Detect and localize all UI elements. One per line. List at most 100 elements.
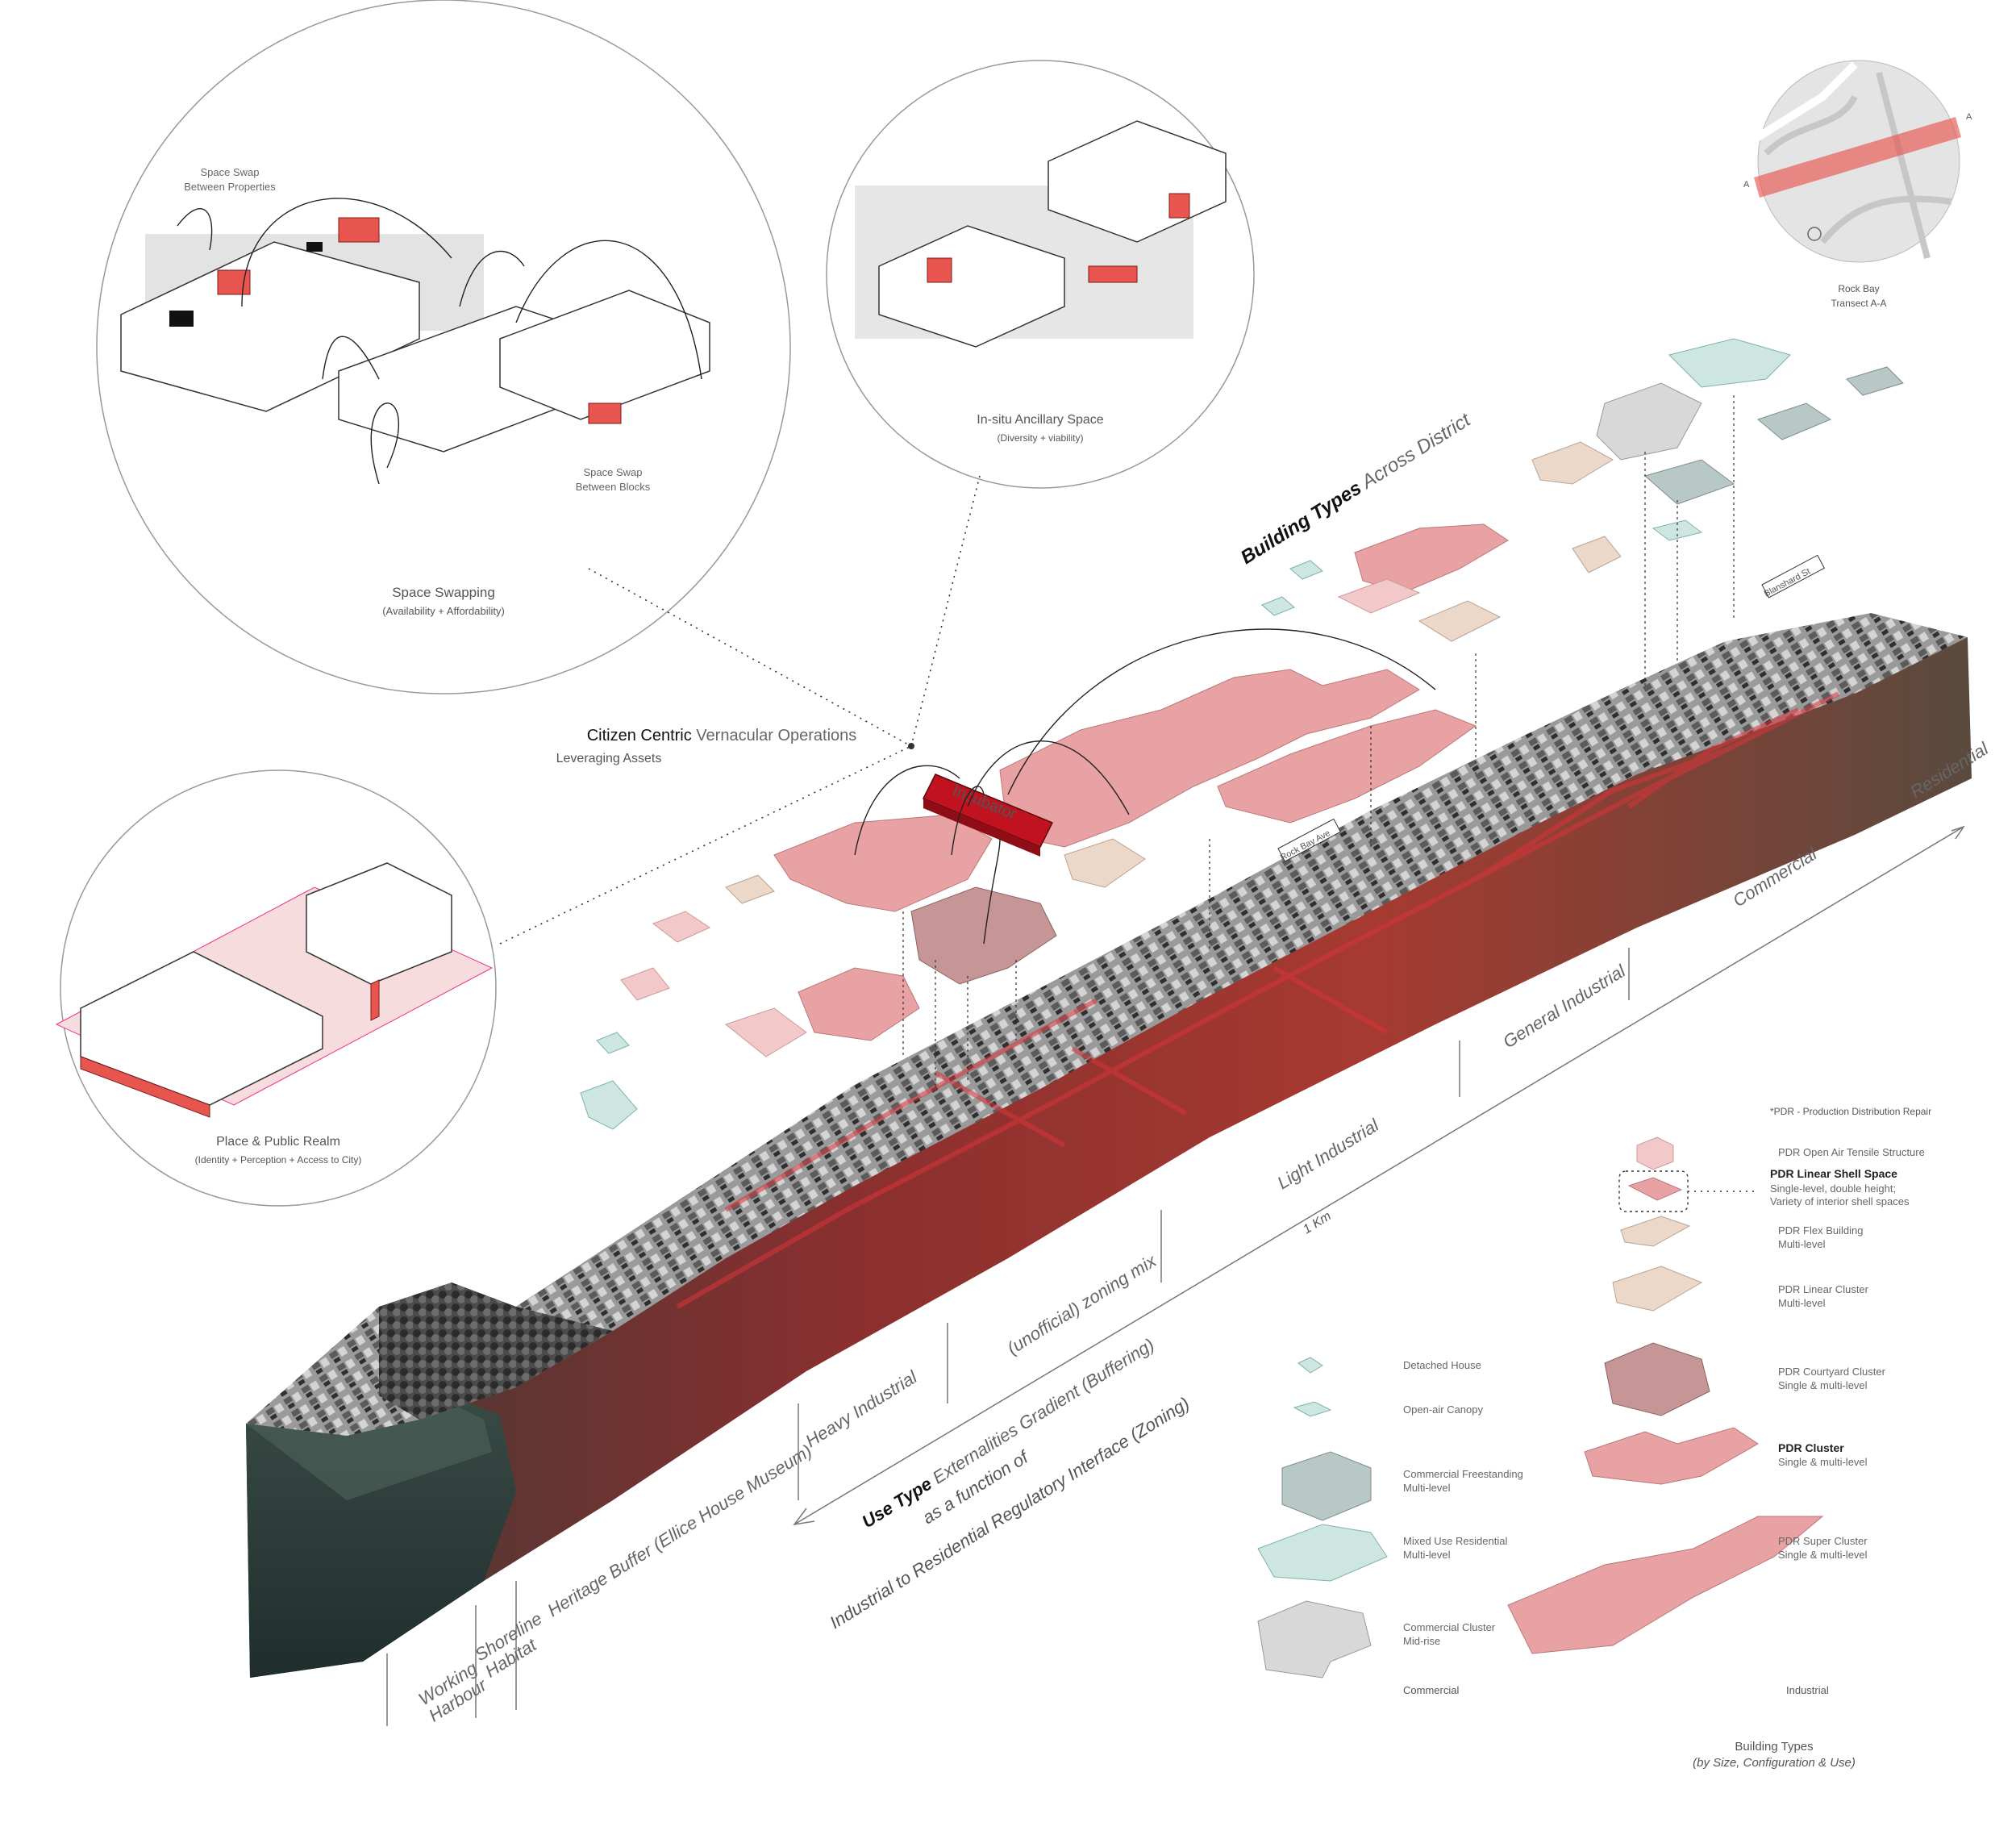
floating-buildings bbox=[435, 338, 1904, 1130]
legend-super-cluster-name: PDR Super Cluster bbox=[1778, 1535, 1868, 1547]
legend-pdr-cluster-desc: Single & multi-level bbox=[1778, 1456, 1868, 1468]
zone-heavy-industrial: Heavy Industrial bbox=[802, 1366, 921, 1451]
public-realm-subtitle: (Identity + Perception + Access to City) bbox=[195, 1154, 362, 1166]
locator-title: Rock Bay bbox=[1838, 283, 1879, 294]
legend-detached-name: Detached House bbox=[1403, 1359, 1481, 1371]
legend-linear-cluster-name: PDR Linear Cluster bbox=[1778, 1283, 1869, 1295]
citizen-centric-rest: Vernacular Operations bbox=[696, 727, 856, 744]
locator-marker-a-left: A bbox=[1743, 180, 1750, 190]
legend-icon-canopy bbox=[1293, 1401, 1332, 1417]
pdr-cluster-north bbox=[1354, 523, 1509, 594]
legend-pdr-cluster-name: PDR Cluster bbox=[1778, 1441, 1844, 1454]
legend-icon-pdr-cluster bbox=[1584, 1427, 1759, 1485]
use-type-bold: Use Type bbox=[858, 1474, 935, 1533]
pdr-linear-north bbox=[1337, 578, 1421, 614]
zone-light-industrial: Light Industrial bbox=[1273, 1115, 1383, 1194]
pdr-super-cluster-mass bbox=[999, 669, 1420, 848]
legend-freestanding-desc: Multi-level bbox=[1403, 1482, 1451, 1494]
legend-industrial-heading: Industrial bbox=[1786, 1684, 1829, 1696]
zone-shoreline-habitat: ShorelineHabitat bbox=[471, 1608, 556, 1682]
pdr-linear-west bbox=[652, 911, 711, 943]
pdr-super-cluster-mass-2 bbox=[1217, 709, 1477, 824]
legend-freestanding-name: Commercial Freestanding bbox=[1403, 1468, 1523, 1480]
pdr-linear-cluster-mass bbox=[1064, 838, 1146, 888]
legend: *PDR - Production Distribution Repair PD… bbox=[1257, 1106, 1931, 1770]
pdr-flex-west bbox=[725, 874, 775, 904]
legend-icon-detached-house bbox=[1297, 1357, 1323, 1374]
legend-icon-linear-cluster bbox=[1612, 1266, 1703, 1312]
locator-marker-a-right: A bbox=[1966, 112, 1972, 122]
legend-mixed-use-name: Mixed Use Residential bbox=[1403, 1535, 1507, 1547]
space-swap-properties-note-l1: Space Swap bbox=[201, 166, 260, 178]
bubble-space-swapping: Space Swap Between Properties Space Swap… bbox=[96, 0, 791, 694]
scale-label: 1 Km bbox=[1301, 1209, 1334, 1237]
legend-linear-shell-desc-1: Single-level, double height; bbox=[1770, 1182, 1896, 1195]
leader-lines bbox=[499, 475, 981, 945]
legend-commercial-heading: Commercial bbox=[1403, 1684, 1459, 1696]
legend-flex-desc: Multi-level bbox=[1778, 1238, 1826, 1250]
citizen-centric-sub: Leveraging Assets bbox=[556, 752, 662, 765]
legend-icon-open-air-tensile bbox=[1636, 1136, 1674, 1170]
legend-super-cluster-desc: Single & multi-level bbox=[1778, 1549, 1868, 1561]
locator-map: A A Rock Bay Transect A-A bbox=[1743, 60, 1972, 309]
legend-flex-name: PDR Flex Building bbox=[1778, 1224, 1864, 1237]
pdr-linear-southwest bbox=[620, 967, 670, 1001]
legend-mixed-use-desc: Multi-level bbox=[1403, 1549, 1451, 1561]
commercial-freestanding-mass bbox=[1643, 459, 1735, 505]
legend-icon-mixed-use bbox=[1257, 1524, 1388, 1582]
commercial-freestanding-mass-2 bbox=[1756, 402, 1832, 440]
ancillary-title: In-situ Ancillary Space bbox=[977, 413, 1104, 427]
pdr-cluster-south bbox=[798, 967, 920, 1041]
transect-slab bbox=[246, 613, 1972, 1678]
axis-arrow-right bbox=[1951, 825, 1965, 840]
legend-comm-cluster-desc: Mid-rise bbox=[1403, 1635, 1440, 1647]
space-swap-properties-note-l2: Between Properties bbox=[184, 181, 276, 193]
pdr-linear-cluster-ne bbox=[1531, 441, 1614, 485]
legend-linear-shell-desc-2: Variety of interior shell spaces bbox=[1770, 1195, 1910, 1207]
edge-zone-labels: WorkingHarbour ShorelineHabitat bbox=[414, 1608, 556, 1726]
bubble-ancillary: In-situ Ancillary Space (Diversity + via… bbox=[826, 60, 1255, 489]
legend-icon-super-cluster bbox=[1507, 1516, 1824, 1654]
legend-caption-title: Building Types bbox=[1735, 1740, 1813, 1754]
legend-icon-courtyard bbox=[1604, 1342, 1710, 1416]
legend-icon-comm-cluster bbox=[1257, 1600, 1372, 1679]
public-realm-title: Place & Public Realm bbox=[216, 1135, 340, 1149]
detached-house-a bbox=[1289, 560, 1323, 580]
use-type-rest: Externalities Gradient (Buffering) bbox=[929, 1334, 1158, 1487]
use-type-annotation: Use Type Externalities Gradient (Bufferi… bbox=[826, 1334, 1193, 1633]
drop-lines bbox=[902, 395, 1735, 1089]
legend-icon-linear-shell bbox=[1627, 1177, 1683, 1201]
detached-house-west bbox=[596, 1032, 630, 1054]
legend-tensile-name: PDR Open Air Tensile Structure bbox=[1778, 1146, 1925, 1158]
legend-icon-flex bbox=[1620, 1216, 1691, 1247]
detached-house-b bbox=[1261, 596, 1295, 616]
zone-dividers bbox=[386, 948, 1630, 1726]
legend-courtyard-desc: Single & multi-level bbox=[1778, 1379, 1868, 1391]
pdr-flex-east bbox=[1572, 536, 1622, 573]
legend-icon-comm-freestanding bbox=[1281, 1451, 1372, 1521]
mixed-use-west bbox=[580, 1080, 638, 1130]
pdr-flex-north bbox=[1418, 600, 1502, 642]
legend-linear-shell-name: PDR Linear Shell Space bbox=[1770, 1167, 1897, 1180]
pdr-cluster-incubator bbox=[773, 814, 993, 912]
axis-arrow-left bbox=[793, 1508, 815, 1526]
legend-courtyard-name: PDR Courtyard Cluster bbox=[1778, 1366, 1886, 1378]
commercial-cluster-mass bbox=[1596, 382, 1702, 461]
citizen-centric-bold: Citizen Centric bbox=[587, 727, 692, 744]
district-axis bbox=[793, 826, 1964, 1525]
ancillary-subtitle: (Diversity + viability) bbox=[997, 432, 1083, 444]
pdr-tensile-south bbox=[724, 1007, 807, 1057]
incubator-arcs bbox=[854, 628, 1436, 945]
locator-subtitle: Transect A-A bbox=[1831, 298, 1887, 309]
citizen-centric-heading: Citizen Centric Vernacular Operations bbox=[587, 727, 857, 744]
legend-linear-cluster-desc: Multi-level bbox=[1778, 1297, 1826, 1309]
space-swap-blocks-note-l1: Space Swap bbox=[584, 466, 643, 478]
building-types-bold: Building Types bbox=[1237, 478, 1365, 569]
zone-working-harbour: WorkingHarbour bbox=[414, 1658, 491, 1726]
pdr-courtyard-cluster-mass bbox=[910, 886, 1057, 985]
commercial-freestanding-mass-3 bbox=[1846, 366, 1904, 396]
mixed-use-residential-mass bbox=[1668, 338, 1791, 388]
legend-footnote: *PDR - Production Distribution Repair bbox=[1770, 1106, 1931, 1117]
bubble-public-realm: Place & Public Realm (Identity + Percept… bbox=[55, 769, 497, 1207]
